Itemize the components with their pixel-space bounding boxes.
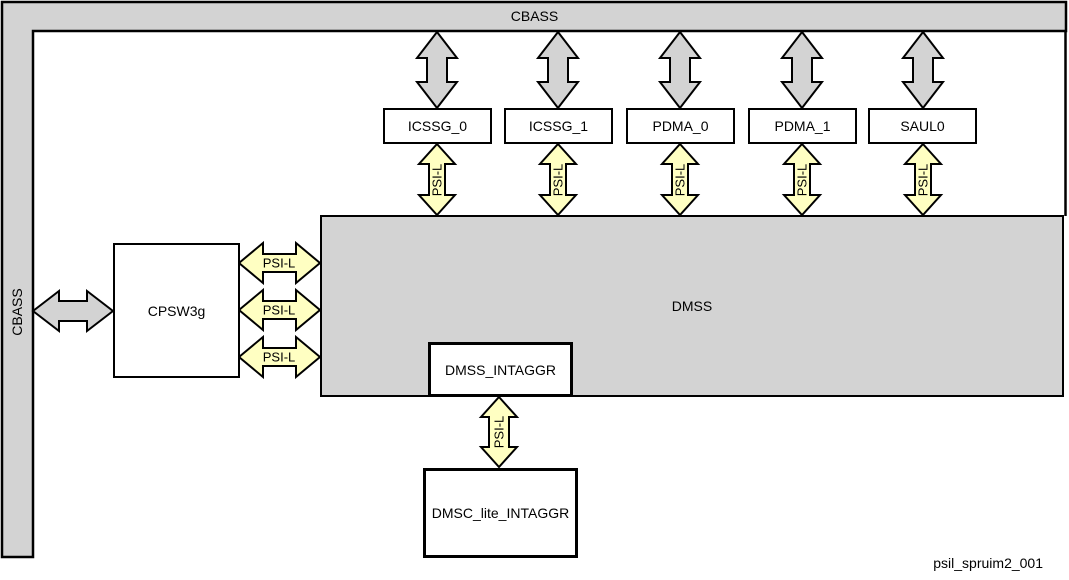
psil-label-cpsw-3: PSI-L — [263, 350, 296, 365]
cbass-bus-shape — [0, 0, 1068, 559]
icssg0-block: ICSSG_0 — [383, 108, 492, 144]
pdma1-block-label: PDMA_1 — [774, 118, 831, 134]
icssg0-block-label: ICSSG_0 — [407, 118, 468, 134]
psil-label-icssg1: PSI-L — [551, 164, 566, 197]
cbass-top-bus-label: CBASS — [510, 8, 559, 24]
psil-label-icssg0: PSI-L — [430, 164, 445, 197]
saul0-block-label: SAUL0 — [900, 118, 945, 134]
cbass-icssg0-arrow — [414, 30, 460, 110]
figure-id: psil_spruim2_001 — [933, 555, 1043, 571]
pdma0-block: PDMA_0 — [626, 108, 735, 144]
psil-label-saul0: PSI-L — [916, 164, 931, 197]
dmsc-lite-intaggr-block-label: DMSC_lite_INTAGGR — [431, 505, 570, 521]
pdma0-block-label: PDMA_0 — [652, 118, 709, 134]
cpsw3g-block: CPSW3g — [113, 243, 240, 378]
cbass-saul0-arrow — [900, 30, 946, 110]
psil-label-pdma0: PSI-L — [673, 164, 688, 197]
dmsc-lite-intaggr-block: DMSC_lite_INTAGGR — [423, 468, 578, 558]
cbass-icssg1-arrow — [535, 30, 581, 110]
dmss-block: DMSS — [320, 215, 1064, 397]
dmss-intaggr-dmsc-psil-arrow — [478, 395, 520, 469]
pdma1-block: PDMA_1 — [748, 108, 857, 144]
saul0-block: SAUL0 — [868, 108, 977, 144]
dmss-intaggr-block: DMSS_INTAGGR — [428, 342, 573, 397]
icssg1-block: ICSSG_1 — [504, 108, 613, 144]
psil-label-pdma1: PSI-L — [795, 164, 810, 197]
cpsw3g-block-label: CPSW3g — [147, 302, 206, 319]
psil-label-cpsw-2: PSI-L — [263, 303, 296, 318]
cbass-pdma1-arrow — [779, 30, 825, 110]
icssg1-block-label: ICSSG_1 — [528, 118, 589, 134]
psil-label-cpsw-1: PSI-L — [263, 256, 296, 271]
dmss-intaggr-block-label: DMSS_INTAGGR — [445, 361, 556, 378]
psil-label-dmsc: PSI-L — [492, 416, 507, 449]
cbass-pdma0-arrow — [657, 30, 703, 110]
dmss-block-label: DMSS — [671, 298, 713, 314]
cbass-cpsw3g-arrow — [31, 288, 115, 334]
